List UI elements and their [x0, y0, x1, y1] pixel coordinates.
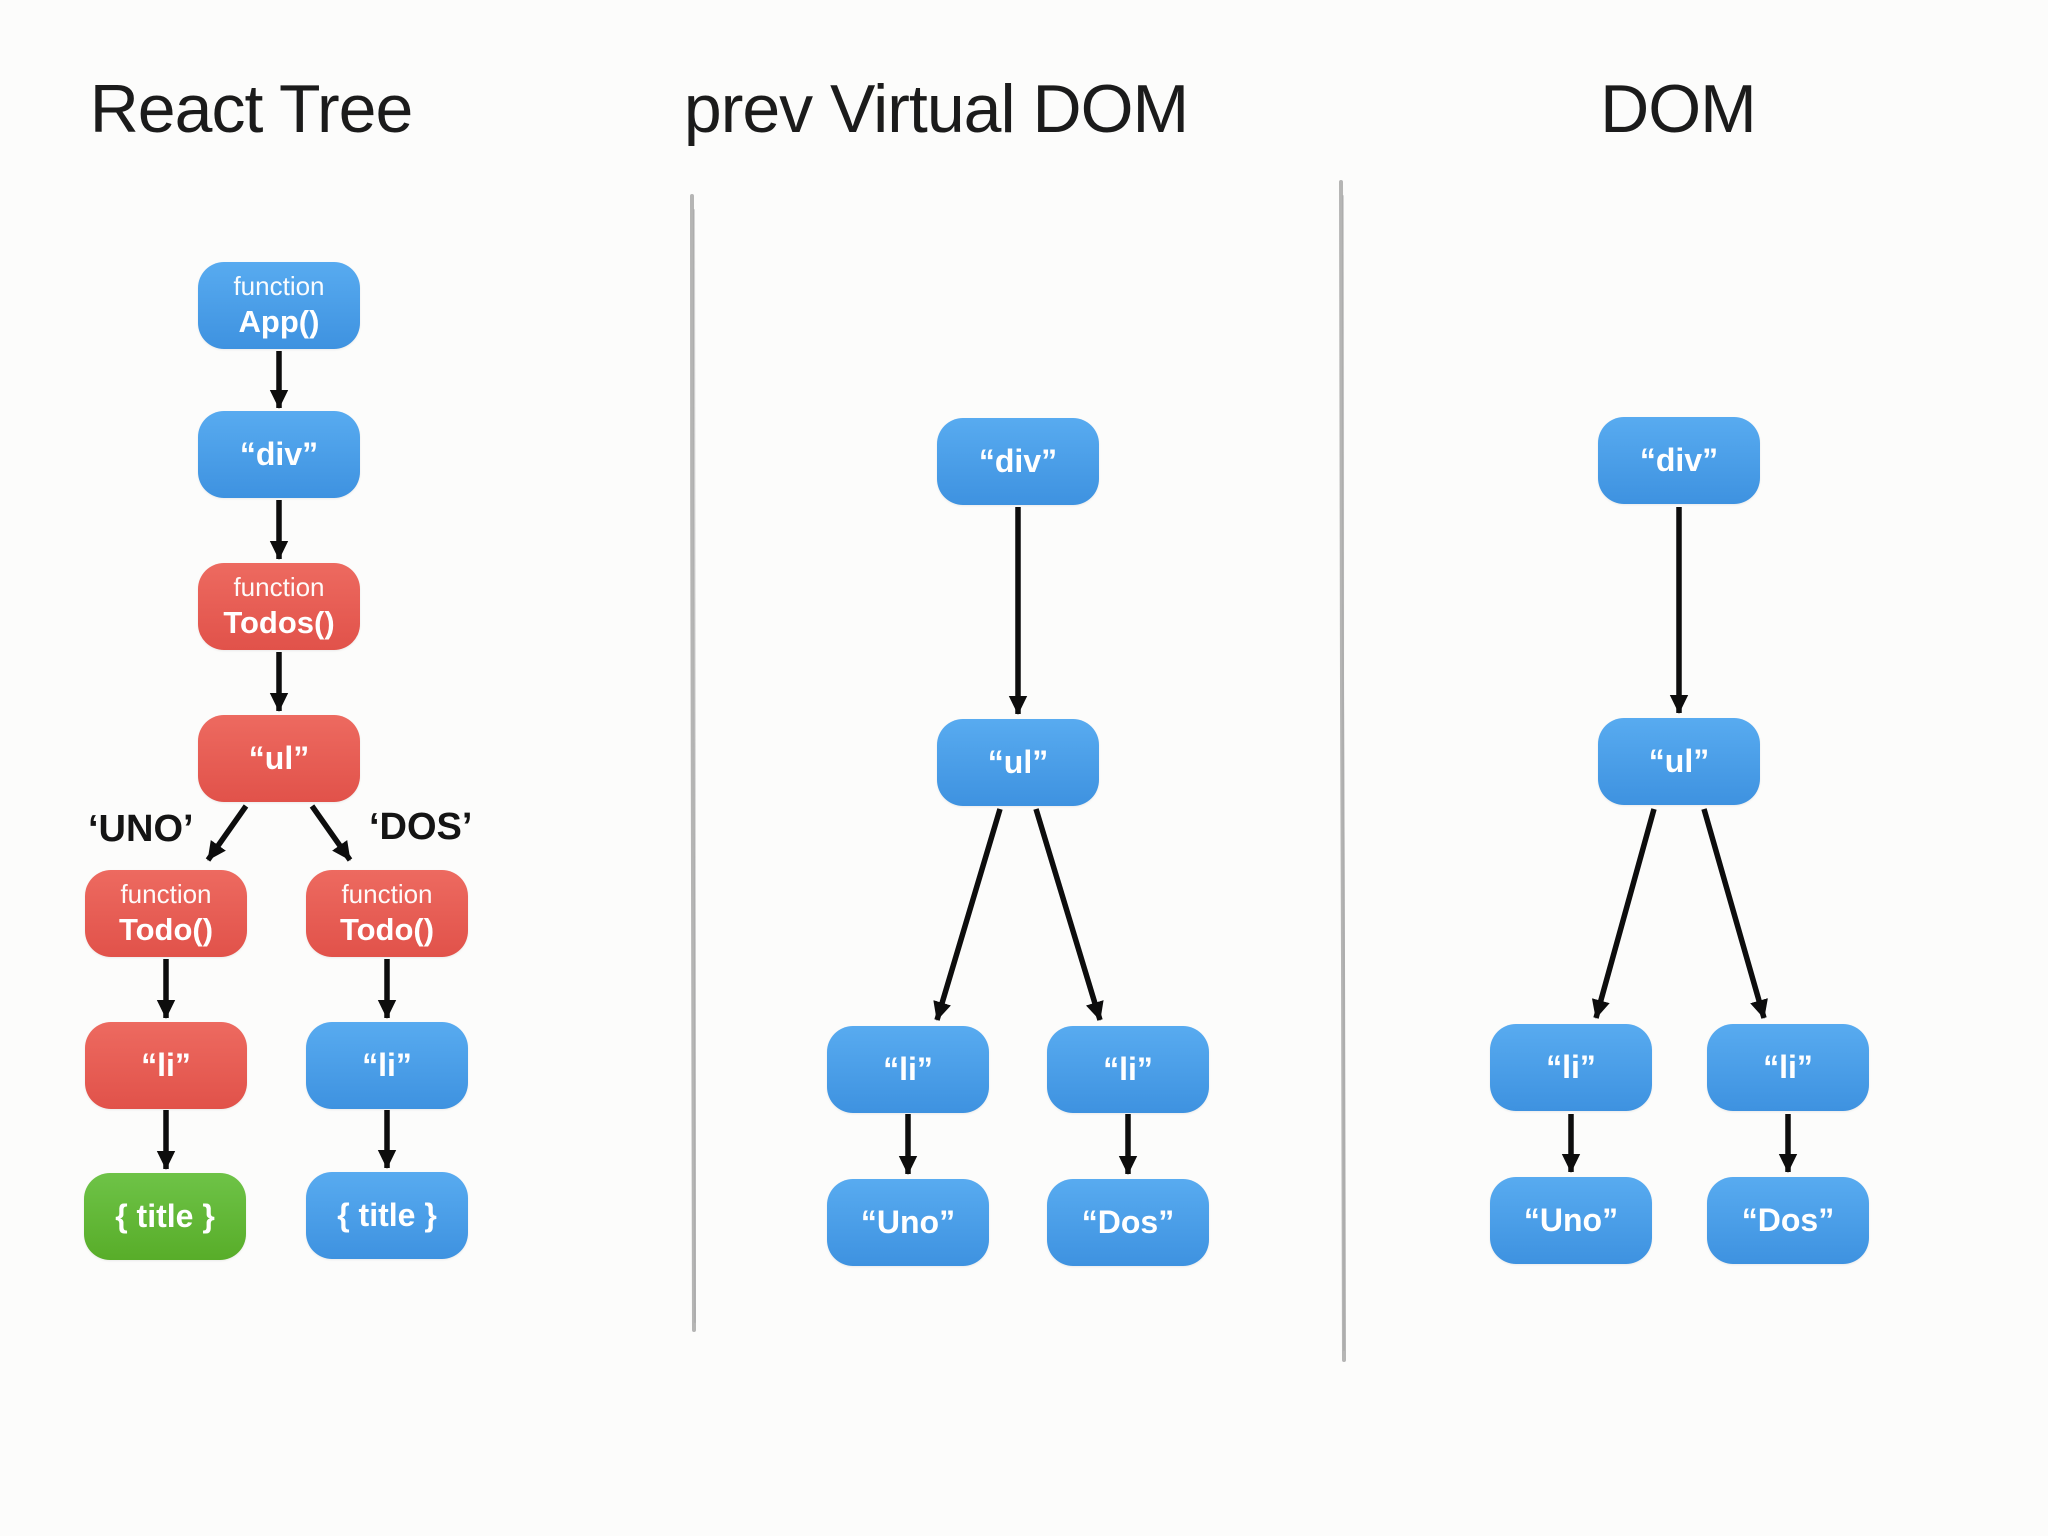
node-react-app-name: App() — [238, 303, 320, 339]
node-vdom-li-left-name: “li” — [883, 1051, 933, 1088]
node-vdom-ul: “ul” — [937, 719, 1099, 806]
node-react-ul-name: “ul” — [248, 740, 310, 777]
node-react-ul: “ul” — [198, 715, 360, 802]
node-dom-li-left-name: “li” — [1546, 1049, 1596, 1086]
node-vdom-div-name: “div” — [978, 443, 1058, 480]
node-dom-ul-name: “ul” — [1648, 743, 1710, 780]
node-dom-div-name: “div” — [1639, 442, 1719, 479]
column-title-react-tree: React Tree — [89, 71, 414, 147]
node-vdom-uno-name: “Uno” — [860, 1204, 956, 1241]
node-react-todos: function Todos() — [198, 563, 360, 650]
node-react-todo-uno: function Todo() — [85, 870, 247, 957]
node-dom-uno-name: “Uno” — [1523, 1202, 1619, 1239]
node-react-todo-uno-kind: function — [120, 879, 212, 910]
node-react-div-name: “div” — [239, 436, 319, 473]
prev-vdom-arrows — [898, 507, 1138, 1175]
node-react-li-uno-name: “li” — [141, 1047, 191, 1084]
node-vdom-ul-name: “ul” — [987, 744, 1049, 781]
node-vdom-dos-name: “Dos” — [1081, 1204, 1175, 1241]
node-react-li-dos: “li” — [306, 1022, 468, 1109]
node-react-app-kind: function — [233, 271, 325, 302]
node-react-todo-dos: function Todo() — [306, 870, 468, 957]
key-label-uno: ‘UNO’ — [88, 808, 194, 850]
column-divider-left — [690, 194, 697, 1332]
node-dom-dos-name: “Dos” — [1741, 1202, 1835, 1239]
node-vdom-uno: “Uno” — [827, 1179, 989, 1266]
node-dom-uno: “Uno” — [1490, 1177, 1652, 1264]
node-dom-li-left: “li” — [1490, 1024, 1652, 1111]
node-vdom-li-right-name: “li” — [1103, 1051, 1153, 1088]
node-vdom-dos: “Dos” — [1047, 1179, 1209, 1266]
node-react-app: function App() — [198, 262, 360, 349]
node-dom-li-right-name: “li” — [1763, 1049, 1813, 1086]
node-react-title-uno-name: { title } — [115, 1198, 215, 1235]
react-tree-arrows — [156, 351, 397, 1170]
node-vdom-li-right: “li” — [1047, 1026, 1209, 1113]
node-dom-li-right: “li” — [1707, 1024, 1869, 1111]
node-react-title-dos-name: { title } — [337, 1197, 437, 1234]
node-react-todos-kind: function — [233, 572, 325, 603]
dom-arrows — [1561, 507, 1798, 1173]
node-react-todo-dos-kind: function — [341, 879, 433, 910]
column-title-dom: DOM — [1600, 71, 1757, 147]
column-title-prev-virtual-dom: prev Virtual DOM — [683, 71, 1189, 147]
node-react-title-dos: { title } — [306, 1172, 468, 1259]
node-vdom-li-left: “li” — [827, 1026, 989, 1113]
node-react-li-uno: “li” — [85, 1022, 247, 1109]
node-dom-ul: “ul” — [1598, 718, 1760, 805]
node-react-todos-name: Todos() — [223, 604, 335, 640]
node-react-title-uno: { title } — [84, 1173, 246, 1260]
node-react-todo-dos-name: Todo() — [339, 911, 435, 947]
node-react-todo-uno-name: Todo() — [118, 911, 214, 947]
key-label-dos: ‘DOS’ — [369, 806, 473, 848]
node-react-div: “div” — [198, 411, 360, 498]
node-react-li-dos-name: “li” — [362, 1047, 412, 1084]
node-vdom-div: “div” — [937, 418, 1099, 505]
column-divider-right — [1339, 180, 1346, 1362]
node-dom-div: “div” — [1598, 417, 1760, 504]
node-dom-dos: “Dos” — [1707, 1177, 1869, 1264]
